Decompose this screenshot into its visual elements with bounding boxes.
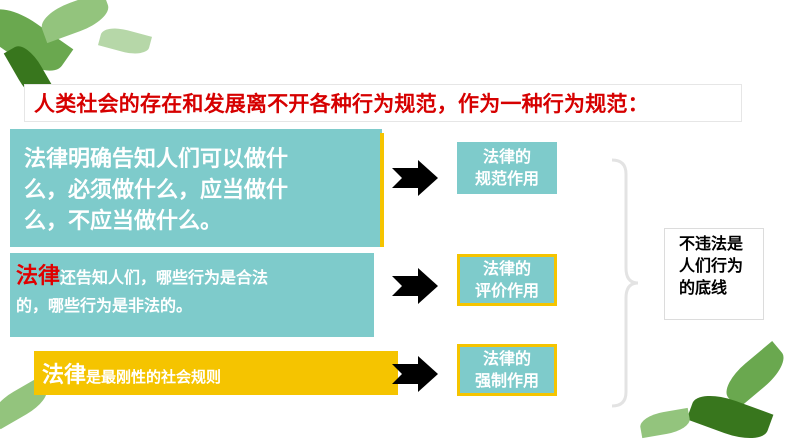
arrow-right-icon — [392, 160, 438, 196]
law-informs-text: 法律明确告知人们可以做什 么，必须做什么，应当做什 么，不应当做什么。 — [24, 144, 374, 237]
law-legality-box: 法律还告知人们，哪些行为是合法 的，哪些行为是非法的。 — [10, 253, 374, 337]
evaluative-function-box: 法律的 评价作用 — [457, 254, 557, 306]
normative-function-box: 法律的 规范作用 — [457, 142, 557, 194]
arrow-right-icon — [392, 356, 438, 392]
diagram-title: 人类社会的存在和发展离不开各种行为规范，作为一种行为规范： — [34, 88, 649, 118]
highlight-law: 法律 — [42, 363, 86, 388]
leaf-decoration-icon — [98, 24, 152, 58]
law-informs-box: 法律明确告知人们可以做什 么，必须做什么，应当做什 么，不应当做什么。 — [10, 129, 382, 247]
law-legality-text: 法律还告知人们，哪些行为是合法 的，哪些行为是非法的。 — [16, 263, 356, 320]
highlight-law: 法律 — [16, 264, 60, 289]
coercive-function-box: 法律的 强制作用 — [457, 344, 557, 396]
yellow-accent-strip — [380, 133, 384, 247]
law-rigid-text: 法律是最刚性的社会规则 — [42, 357, 221, 389]
arrow-right-icon — [392, 268, 438, 304]
leaf-decoration-icon — [638, 408, 691, 438]
right-brace-icon — [610, 158, 640, 408]
conclusion-box: 不违法是 人们行为 的底线 — [664, 228, 764, 320]
law-rigid-box: 法律是最刚性的社会规则 — [34, 351, 398, 395]
